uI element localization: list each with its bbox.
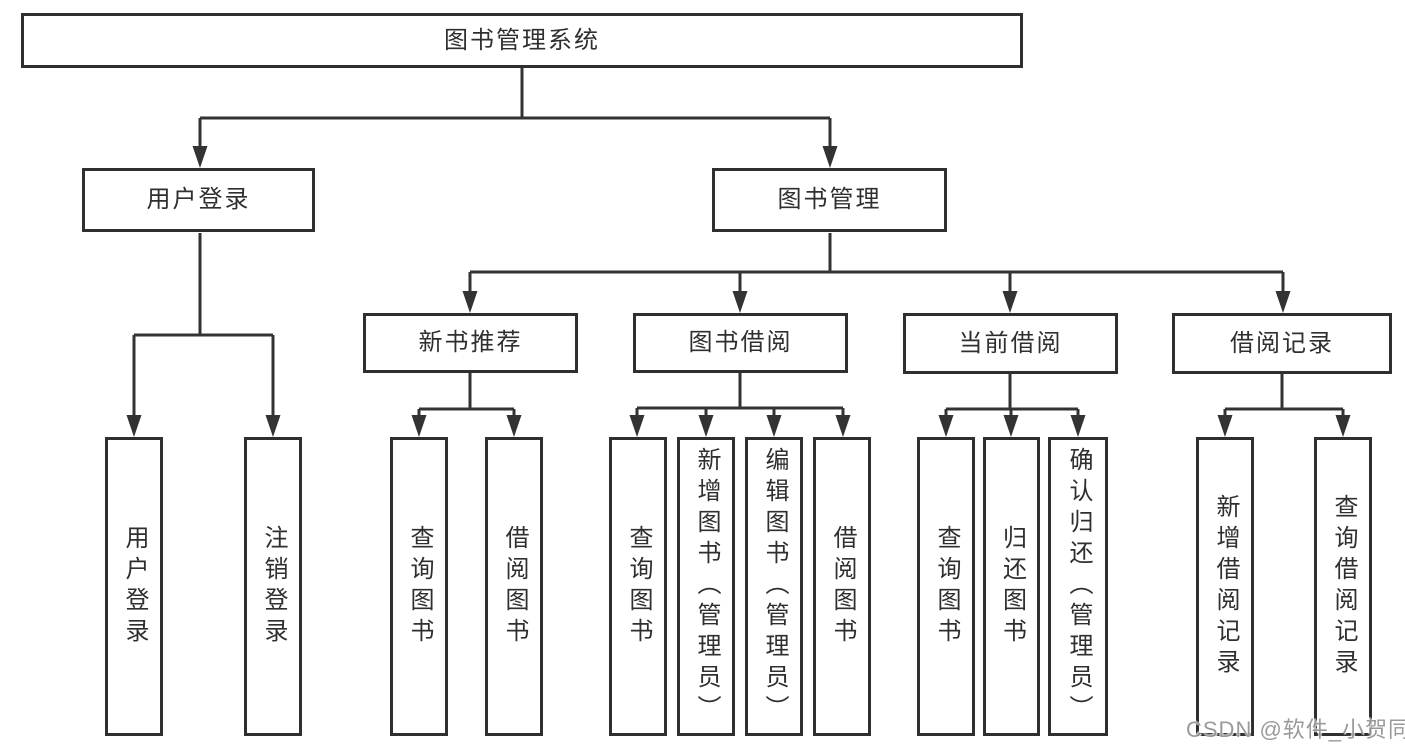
node-leaf-query-book-rec: 查询图书 [390, 437, 448, 736]
node-label-current-borrowing: 当前借阅 [958, 329, 1063, 357]
node-leaf-add-book-admin: 新增图书（管理员） [677, 437, 735, 736]
node-leaf-borrow-book-bor: 借阅图书 [813, 437, 871, 736]
node-label-leaf-query-book-bor: 查询图书 [625, 524, 652, 649]
node-label-leaf-add-borrow-rec: 新增借阅记录 [1212, 493, 1239, 680]
node-label-leaf-add-book-admin: 新增图书（管理员） [693, 447, 720, 726]
watermark: CSDN @软件_小贺同学 [1186, 717, 1405, 742]
node-label-leaf-query-borrow-rec: 查询借阅记录 [1330, 493, 1357, 680]
node-root-system: 图书管理系统 [21, 13, 1023, 68]
node-leaf-confirm-return: 确认归还（管理员） [1048, 437, 1108, 736]
node-label-book-management: 图书管理 [777, 186, 882, 214]
node-label-root-system: 图书管理系统 [444, 26, 600, 54]
arrowhead-icons [126, 146, 1351, 437]
node-leaf-logout: 注销登录 [244, 437, 302, 736]
node-user-login-branch: 用户登录 [82, 168, 315, 232]
node-label-leaf-logout: 注销登录 [260, 524, 287, 649]
node-leaf-query-book-bor: 查询图书 [609, 437, 667, 736]
node-leaf-borrow-book-rec: 借阅图书 [485, 437, 543, 736]
node-label-leaf-borrow-book-rec: 借阅图书 [501, 524, 528, 649]
node-label-new-book-recommend: 新书推荐 [418, 329, 523, 357]
node-label-user-login-branch: 用户登录 [146, 186, 251, 214]
node-borrowing-records: 借阅记录 [1172, 313, 1392, 374]
node-label-borrowing-records: 借阅记录 [1230, 329, 1334, 357]
node-label-leaf-user-login: 用户登录 [121, 524, 148, 649]
node-label-leaf-query-book-cur: 查询图书 [933, 524, 960, 649]
node-leaf-query-book-cur: 查询图书 [917, 437, 975, 736]
node-label-book-borrowing: 图书借阅 [688, 329, 793, 357]
node-label-leaf-edit-book-admin: 编辑图书（管理员） [761, 447, 788, 726]
node-label-leaf-confirm-return: 确认归还（管理员） [1065, 447, 1092, 726]
node-new-book-recommend: 新书推荐 [363, 313, 578, 373]
node-leaf-query-borrow-rec: 查询借阅记录 [1314, 437, 1372, 736]
node-label-leaf-return-book: 归还图书 [998, 524, 1026, 649]
node-current-borrowing: 当前借阅 [903, 313, 1118, 374]
node-book-management: 图书管理 [712, 168, 947, 232]
node-leaf-edit-book-admin: 编辑图书（管理员） [745, 437, 803, 736]
node-label-leaf-query-book-rec: 查询图书 [406, 524, 433, 649]
node-book-borrowing: 图书借阅 [633, 313, 848, 373]
node-leaf-add-borrow-rec: 新增借阅记录 [1196, 437, 1254, 736]
node-label-leaf-borrow-book-bor: 借阅图书 [829, 524, 856, 649]
node-leaf-return-book: 归还图书 [983, 437, 1040, 736]
node-leaf-user-login: 用户登录 [105, 437, 163, 736]
connector-paths [132, 68, 1345, 421]
